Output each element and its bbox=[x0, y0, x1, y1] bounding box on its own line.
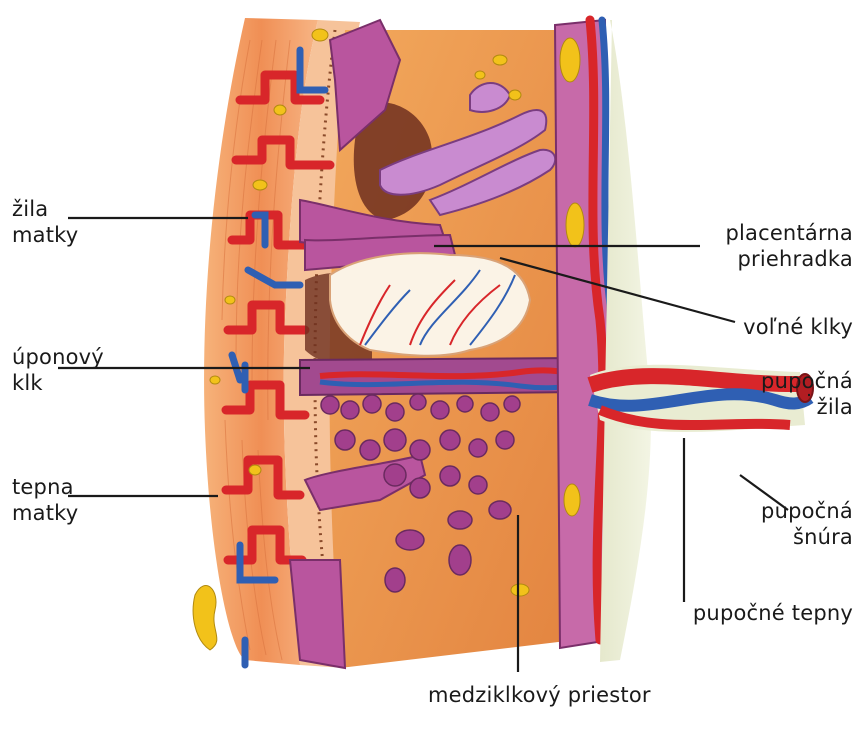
label-pupocna-snura: pupočná šnúra bbox=[761, 498, 853, 550]
anchoring-villus bbox=[300, 358, 590, 395]
label-tepna-matky: tepna matky bbox=[12, 474, 78, 526]
label-volne-klky: voľné klky bbox=[743, 314, 853, 340]
label-placentarna-priehradka: placentárna priehradka bbox=[725, 220, 853, 272]
free-villi bbox=[330, 253, 530, 356]
label-zila-matky: žila matky bbox=[12, 196, 78, 248]
label-medziklkovy-priestor: medziklkový priestor bbox=[428, 682, 651, 708]
label-pupocne-tepny: pupočné tepny bbox=[693, 600, 853, 626]
label-pupocna-zila: pupočná žila bbox=[761, 368, 853, 420]
label-uponovy-klk: úponový klk bbox=[12, 344, 104, 396]
